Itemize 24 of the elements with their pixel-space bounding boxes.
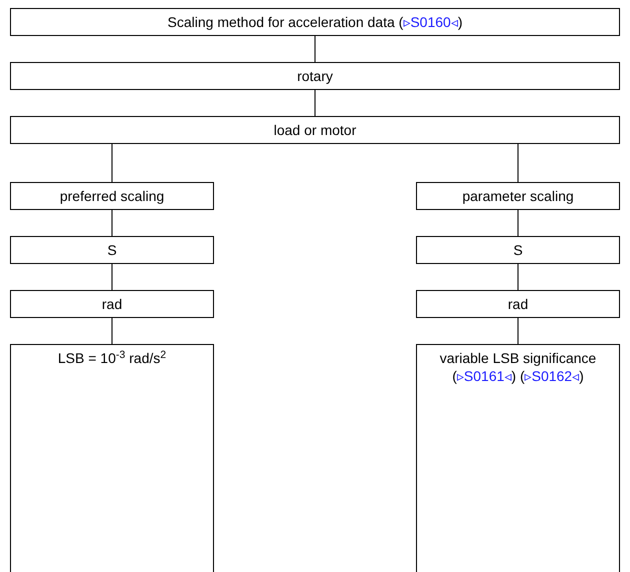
- box-label: LSB = 10$^{-3}$ rad/s$^{2}$: [58, 349, 166, 367]
- process-box: [10, 290, 214, 318]
- process-box: [416, 344, 620, 572]
- box-label: Scaling method for acceleration data (▹S0160◃): [168, 13, 462, 31]
- box-label: S: [107, 241, 117, 259]
- process-box: [10, 116, 620, 144]
- process-box: [10, 344, 214, 572]
- process-box: [10, 236, 214, 264]
- box-label: variable LSB significance (▹S0161◃) (▹S0162◃): [438, 349, 598, 385]
- box-label: rad: [102, 295, 122, 313]
- process-box: [10, 8, 620, 36]
- box-label: load or motor: [274, 121, 356, 139]
- box-label: rotary: [297, 67, 333, 85]
- box-label: preferred scaling: [60, 187, 164, 205]
- process-box: [10, 62, 620, 90]
- connector-line: [314, 36, 316, 62]
- process-box: [10, 182, 214, 210]
- process-box: [416, 236, 620, 264]
- connector-line: [314, 90, 316, 116]
- process-box: [416, 182, 620, 210]
- box-label: rad: [508, 295, 528, 313]
- box-label: parameter scaling: [462, 187, 574, 205]
- process-box: [416, 290, 620, 318]
- box-label: S: [513, 241, 523, 259]
